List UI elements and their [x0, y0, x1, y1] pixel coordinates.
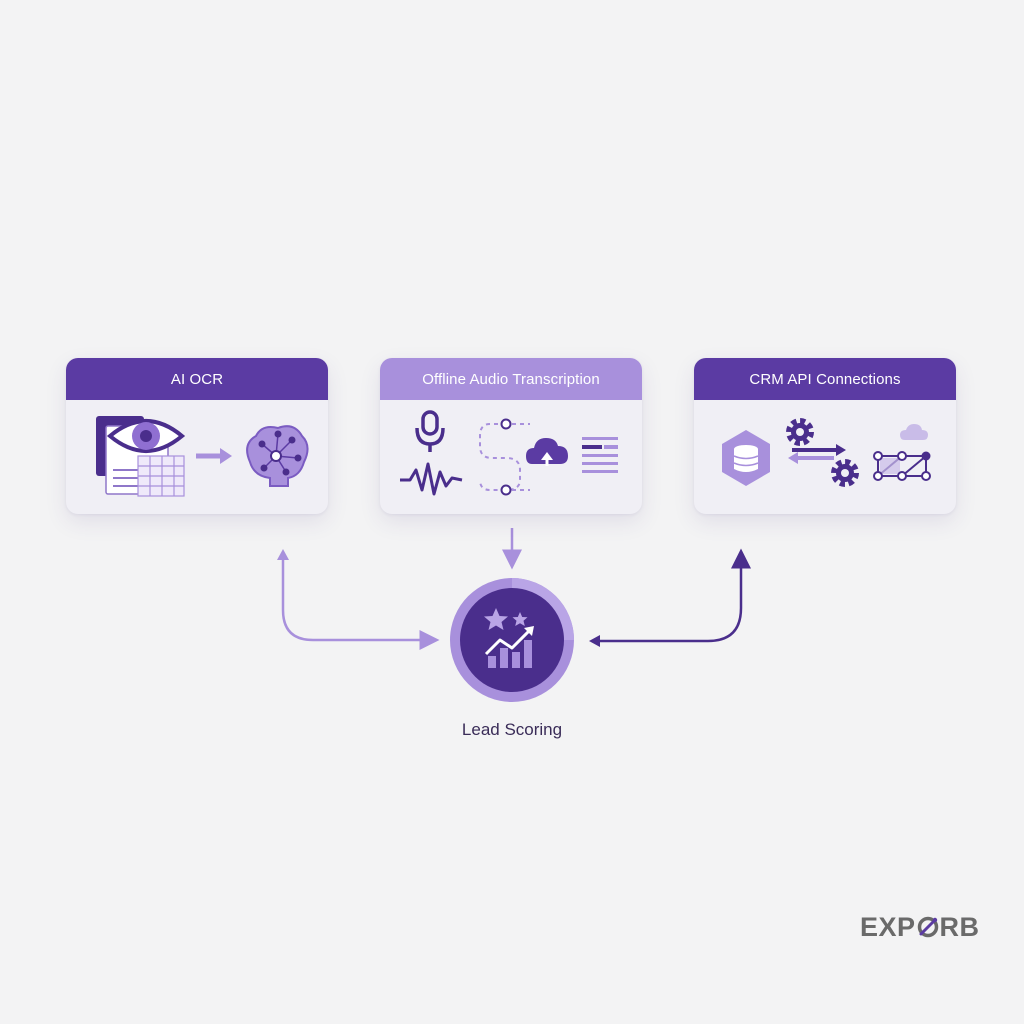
- ai-brain-icon: [246, 425, 309, 487]
- network-graph-icon: [873, 451, 931, 481]
- gear-icon: [831, 459, 859, 487]
- audio-waveform-icon: [400, 462, 463, 496]
- ai-ocr-card: AI OCR: [66, 358, 328, 514]
- database-hexagon-icon: [722, 430, 770, 486]
- text-lines-icon: [582, 437, 618, 473]
- lead-scoring-label: Lead Scoring: [461, 720, 563, 739]
- sync-arrows-icon: [788, 444, 846, 464]
- cloud-upload-icon: [526, 438, 568, 466]
- logo-o-mark-icon: [917, 916, 938, 938]
- arrow-ocr-to-hub: [281, 556, 440, 650]
- trend-chart-stars-icon: [484, 608, 534, 668]
- eye-icon: [106, 419, 186, 453]
- crm-api-connections-card-title: CRM API Connections: [694, 358, 956, 400]
- document-scan-icon: [96, 416, 185, 497]
- gear-icon: [786, 418, 814, 446]
- lead-scoring-hub: [450, 578, 574, 702]
- logo-text-right: RB: [939, 911, 980, 942]
- ai-ocr-card-title: AI OCR: [66, 358, 328, 400]
- cloud-icon: [900, 424, 928, 440]
- exporb-logo: EXP RB: [860, 910, 980, 944]
- offline-audio-transcription-card: Offline Audio Transcription: [380, 358, 642, 514]
- crm-api-connections-card: CRM API Connections: [694, 358, 956, 514]
- logo-text-left: EXP: [860, 911, 916, 942]
- dashed-flow-path: [479, 418, 530, 496]
- microphone-icon: [415, 410, 445, 452]
- offline-audio-transcription-card-title: Offline Audio Transcription: [380, 358, 642, 400]
- arrow-right-icon: [196, 448, 232, 464]
- arrow-hub-to-crm: [596, 548, 751, 643]
